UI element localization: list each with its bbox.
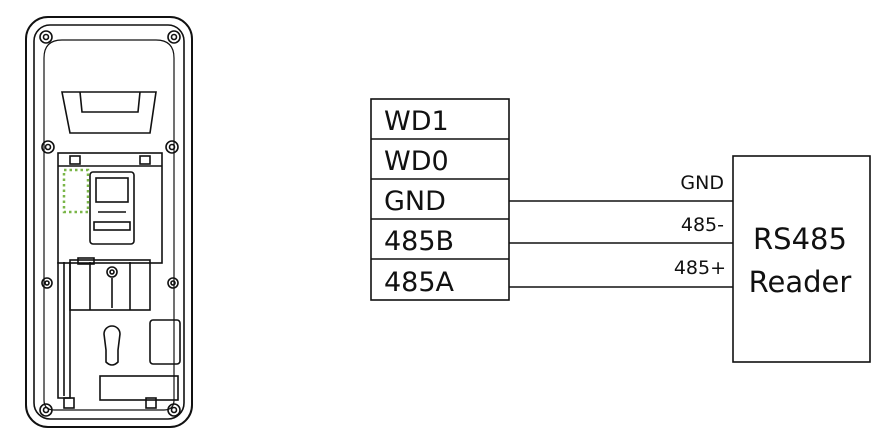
top-recess xyxy=(61,91,157,134)
wire-label-485-plus: 485+ xyxy=(674,257,726,279)
wire-label-gnd: GND xyxy=(680,172,724,194)
connector-module xyxy=(89,171,135,245)
keyhole-mount-icon xyxy=(103,325,121,366)
terminal-label-wd0: WD0 xyxy=(384,146,449,177)
wires xyxy=(509,200,733,288)
screw-mid-right-icon xyxy=(165,140,179,154)
socket-screw-icon xyxy=(106,266,118,278)
rs485-reader: RS485 Reader xyxy=(732,155,871,363)
wire-label-485-minus: 485- xyxy=(681,214,724,236)
screw-low-left-icon xyxy=(41,277,53,289)
terminal-label-wd1: WD1 xyxy=(384,106,449,137)
device-back-panel xyxy=(25,16,193,428)
terminal-block: WD1 WD0 GND 485B 485A xyxy=(370,98,510,301)
connector-bay xyxy=(57,152,163,264)
terminal-label-485a: 485A xyxy=(384,267,455,298)
side-block xyxy=(149,319,181,365)
screw-bottom-left-icon xyxy=(39,403,53,417)
screw-mid-left-icon xyxy=(41,140,55,154)
top-recess-inner xyxy=(79,91,141,113)
reader-title-line2: Reader xyxy=(749,265,852,299)
terminal-label-gnd: GND xyxy=(384,186,446,217)
screw-low-right-icon xyxy=(167,277,179,289)
label-plate xyxy=(99,375,179,401)
highlight-marker xyxy=(62,168,90,214)
screw-bottom-right-icon xyxy=(167,403,181,417)
terminal-label-485b: 485B xyxy=(384,226,454,257)
screw-top-right-icon xyxy=(167,30,181,44)
screw-top-left-icon xyxy=(39,30,53,44)
reader-title-line1: RS485 xyxy=(753,222,847,256)
device-inner-shell xyxy=(33,24,185,420)
device-outer-shell xyxy=(25,16,193,428)
